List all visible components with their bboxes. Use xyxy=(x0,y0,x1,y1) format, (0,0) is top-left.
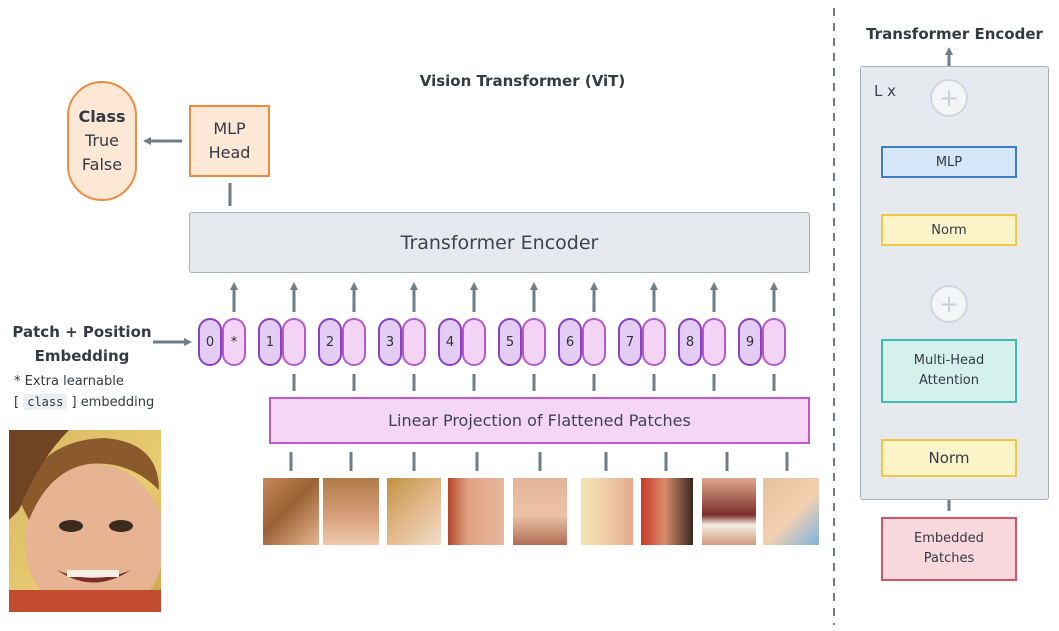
linear-projection-box: Linear Projection of Flattened Patches xyxy=(269,397,810,444)
embedded-line1: Embedded xyxy=(914,531,984,546)
image-patch xyxy=(641,478,693,545)
embedded-patches-box: Embedded Patches xyxy=(881,517,1017,581)
token-pill-embedding xyxy=(522,318,546,366)
transformer-encoder-box: Transformer Encoder xyxy=(189,212,810,273)
mlp-head-line2: Head xyxy=(208,143,251,162)
add-icon: + xyxy=(930,285,968,323)
image-patch xyxy=(581,478,633,545)
side-norm-box-lower: Norm xyxy=(881,439,1017,477)
token-pill: 2 xyxy=(318,318,342,366)
side-mlp-label: MLP xyxy=(935,154,963,170)
token-pill: * xyxy=(222,318,246,366)
token-pill-embedding xyxy=(642,318,666,366)
repeat-label: L x xyxy=(874,82,897,100)
patch-embedding-label: Patch + Position Embedding xyxy=(8,320,156,368)
token-pill-embedding xyxy=(402,318,426,366)
note-line2-rest: ] embedding xyxy=(71,395,155,410)
projection-to-token-lines xyxy=(292,374,776,391)
image-patch xyxy=(513,478,567,545)
token-pill: 1 xyxy=(258,318,282,366)
token-pill: 9 xyxy=(738,318,762,366)
note-bracket: [ xyxy=(14,395,20,410)
token-pill-embedding xyxy=(702,318,726,366)
image-patch xyxy=(263,478,319,545)
patch-embedding-line2: Embedding xyxy=(34,347,130,365)
patch-to-projection-lines xyxy=(289,452,789,471)
page-title: Vision Transformer (ViT) xyxy=(419,72,626,90)
class-heading: Class xyxy=(78,107,126,126)
image-patch xyxy=(387,478,441,545)
add-icon: + xyxy=(930,79,968,117)
token-pill: 6 xyxy=(558,318,582,366)
class-option-true: True xyxy=(85,131,119,150)
token-pill: 0 xyxy=(198,318,222,366)
side-norm-label-lower: Norm xyxy=(928,449,970,467)
class-option-false: False xyxy=(81,155,123,174)
image-patch xyxy=(702,478,756,545)
note-line1: * Extra learnable xyxy=(14,374,124,389)
image-patch xyxy=(448,478,504,545)
embedded-line2: Patches xyxy=(923,551,975,566)
linear-projection-label: Linear Projection of Flattened Patches xyxy=(388,411,691,430)
mlp-head-line1: MLP xyxy=(213,119,246,138)
side-norm-box-upper: Norm xyxy=(881,214,1017,246)
note-line2: [ class ] embedding xyxy=(14,392,154,413)
token-pill: 8 xyxy=(678,318,702,366)
token-pill: 7 xyxy=(618,318,642,366)
patch-embedding-line1: Patch + Position xyxy=(12,323,152,341)
class-output-box: Class True False xyxy=(67,81,137,201)
side-multihead-attention-box: Multi-Head Attention xyxy=(881,339,1017,403)
token-pill-embedding xyxy=(342,318,366,366)
image-patch xyxy=(763,478,819,545)
token-pill-embedding xyxy=(462,318,486,366)
mha-line1: Multi-Head xyxy=(913,353,985,368)
token-pill-embedding xyxy=(762,318,786,366)
image-patch xyxy=(323,478,379,545)
token-pill: 3 xyxy=(378,318,402,366)
token-pill-embedding xyxy=(582,318,606,366)
mlp-head-box: MLP Head xyxy=(189,105,270,177)
side-norm-label-upper: Norm xyxy=(931,222,967,238)
side-panel-title: Transformer Encoder xyxy=(866,25,1043,43)
side-mlp-box: MLP xyxy=(881,146,1017,178)
class-code-token: class xyxy=(23,394,68,410)
token-pill-embedding xyxy=(282,318,306,366)
token-pill: 4 xyxy=(438,318,462,366)
encoder-block-panel xyxy=(860,66,1049,500)
token-pill: 5 xyxy=(498,318,522,366)
mha-line2: Attention xyxy=(919,373,979,388)
input-image xyxy=(9,430,161,612)
class-token-note: * Extra learnable [ class ] embedding xyxy=(14,371,154,413)
token-up-arrows xyxy=(230,282,778,312)
transformer-encoder-label: Transformer Encoder xyxy=(400,231,599,254)
